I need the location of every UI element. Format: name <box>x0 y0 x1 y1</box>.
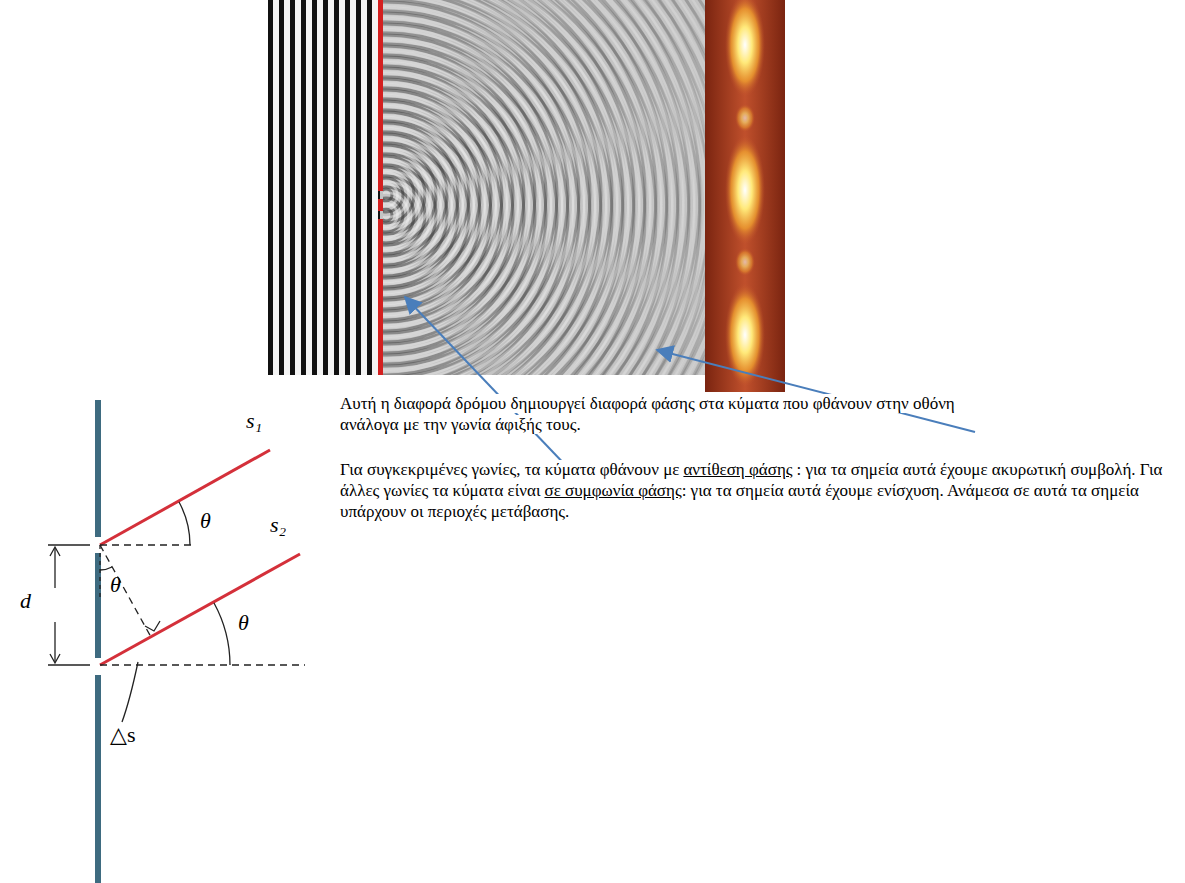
underlined-text: σε συμφωνία φάσης <box>544 481 681 500</box>
angle-label: θ <box>200 508 211 534</box>
ray <box>100 450 300 665</box>
path-difference-label: △s <box>110 722 135 748</box>
plane-waves <box>268 0 380 375</box>
paragraph: Αυτή η διαφορά δρόμου δημιουργεί διαφορά… <box>340 393 965 435</box>
angle-mark <box>100 502 230 665</box>
reference-line <box>100 545 305 665</box>
pointer-arrow <box>405 297 572 472</box>
angle-label: θ <box>110 572 121 598</box>
pointer-arrow <box>657 350 975 432</box>
circular-waves <box>383 0 705 375</box>
bright-fringes <box>725 0 765 387</box>
angle-label: θ <box>238 610 249 636</box>
underlined-text: αντίθεση φάσης <box>683 460 792 479</box>
ray-label: s₂ <box>270 512 286 538</box>
leader-line <box>122 662 138 722</box>
dimension-d <box>48 545 90 665</box>
ray-label: s₁ <box>246 408 262 434</box>
paragraph: Για συγκεκριμένες γωνίες, τα κύματα φθάν… <box>340 459 1178 522</box>
body-text: Αυτή η διαφορά δρόμου δημιουργεί διαφορά… <box>340 394 955 434</box>
slit-wall <box>95 400 101 883</box>
dimension-label: d <box>20 588 31 614</box>
barrier <box>378 0 383 375</box>
body-text: Για συγκεκριμένες γωνίες, τα κύματα φθάν… <box>340 460 679 479</box>
